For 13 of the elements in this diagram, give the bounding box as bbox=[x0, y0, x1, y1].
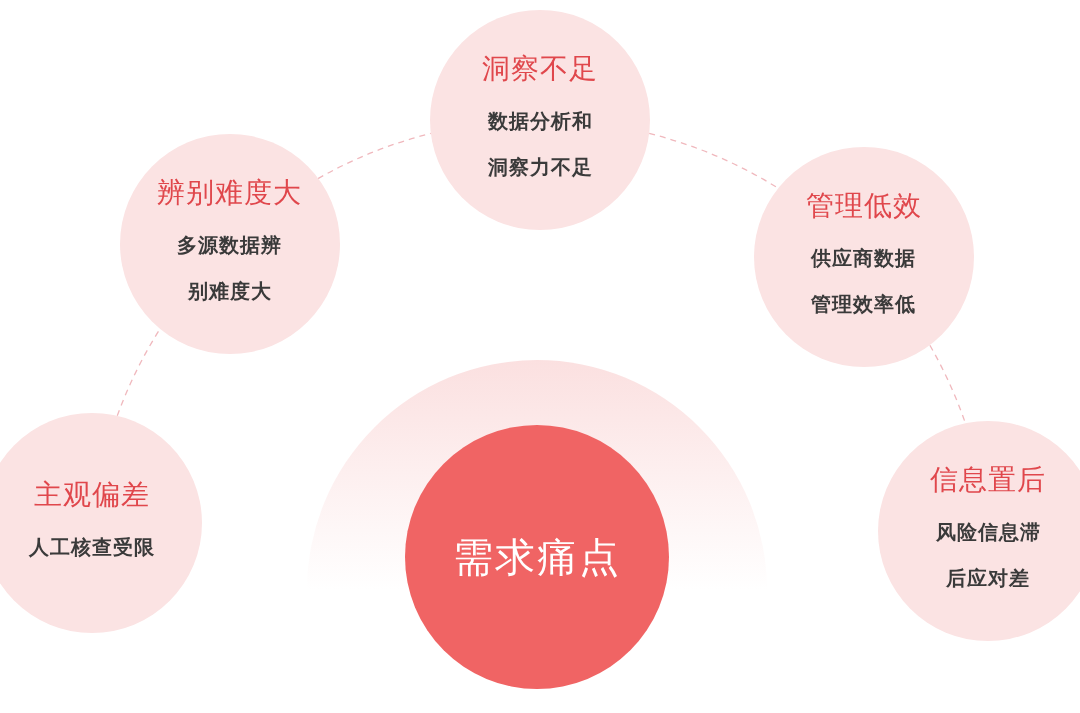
circle-description: 多源数据辨别难度大 bbox=[176, 232, 284, 306]
circle-heading: 洞察不足 bbox=[482, 51, 598, 87]
circle-heading: 辨别难度大 bbox=[157, 175, 303, 212]
circle-heading: 管理低效 bbox=[805, 188, 922, 225]
circle-description: 人工核查受限 bbox=[28, 533, 157, 561]
circle-description: 供应商数据管理效率低 bbox=[810, 245, 918, 319]
circle-heading: 信息置后 bbox=[930, 461, 1047, 498]
circle-description: 风险信息滞后应对差 bbox=[934, 518, 1042, 592]
circle-description: 数据分析和洞察力不足 bbox=[486, 108, 594, 181]
dashed-connector bbox=[648, 132, 779, 189]
dashed-connector bbox=[929, 344, 967, 424]
circle-heading: 主观偏差 bbox=[34, 476, 151, 513]
center-title: 需求痛点 bbox=[453, 532, 621, 582]
